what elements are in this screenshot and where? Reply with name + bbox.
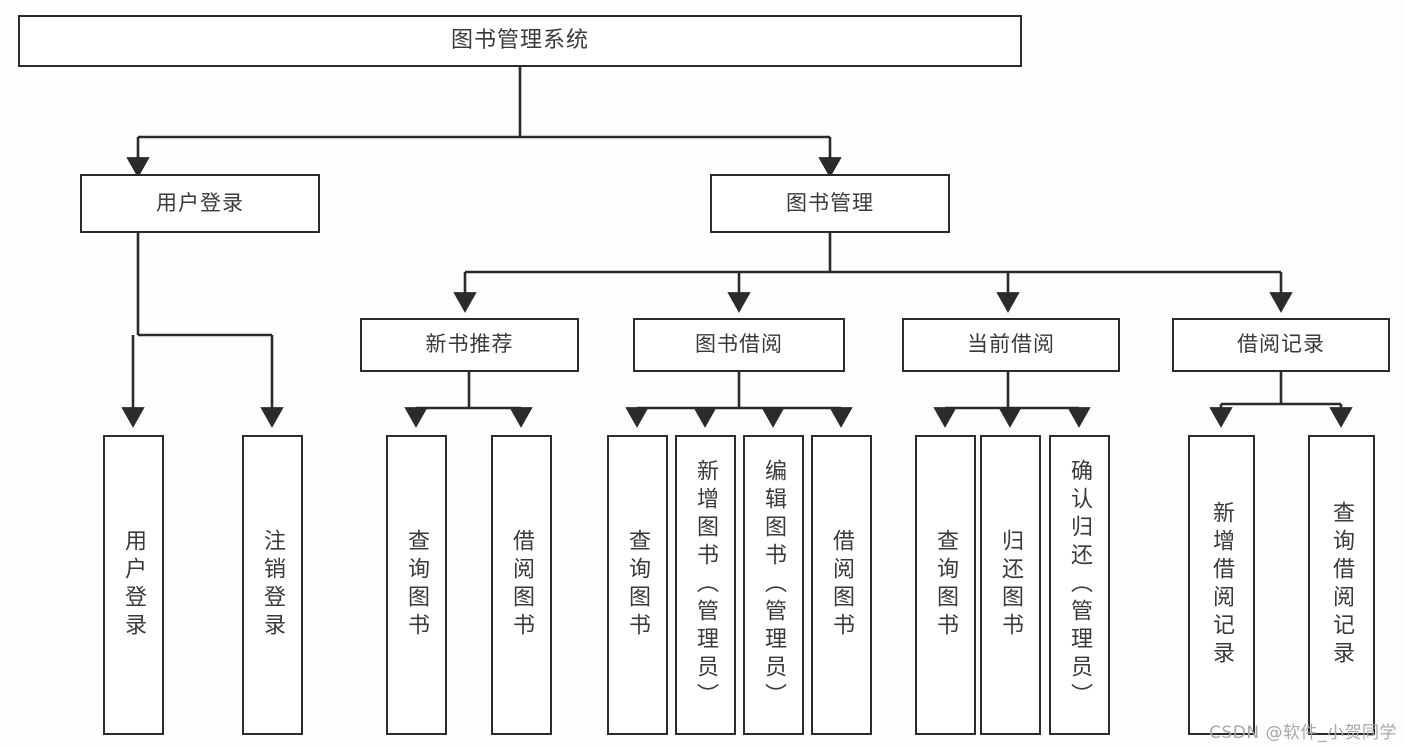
node-book-management: 图书管理 [710, 174, 950, 233]
node-current-borrow-label: 当前借阅 [967, 332, 1055, 357]
node-book-management-label: 图书管理 [786, 190, 874, 215]
node-root-label: 图书管理系统 [450, 27, 589, 53]
leaf-borrow-add-book: 新增图书（管理员） [675, 435, 736, 735]
node-borrow-record: 借阅记录 [1172, 318, 1390, 372]
leaf-label: 注销登录 [260, 529, 286, 641]
leaf-borrow-edit-book: 编辑图书（管理员） [743, 435, 804, 735]
leaf-user-login-login: 用户登录 [103, 435, 164, 735]
leaf-label: 查询图书 [404, 529, 430, 641]
node-new-book-recommend: 新书推荐 [360, 318, 579, 372]
node-root: 图书管理系统 [18, 15, 1022, 67]
leaf-borrow-query-book: 查询图书 [607, 435, 668, 735]
node-borrow-record-label: 借阅记录 [1237, 332, 1325, 357]
node-user-login-label: 用户登录 [156, 190, 244, 215]
node-new-book-recommend-label: 新书推荐 [425, 332, 514, 357]
leaf-label: 新增借阅记录 [1209, 501, 1235, 669]
node-user-login: 用户登录 [80, 174, 320, 233]
node-current-borrow: 当前借阅 [902, 318, 1120, 372]
leaf-new-book-query: 查询图书 [386, 435, 447, 735]
leaf-user-login-logout: 注销登录 [242, 435, 303, 735]
leaf-record-query-record: 查询借阅记录 [1308, 435, 1375, 735]
leaf-current-confirm-return: 确认归还（管理员） [1049, 435, 1110, 735]
leaf-label: 新增图书（管理员） [693, 459, 719, 711]
leaf-current-query-book: 查询图书 [915, 435, 976, 735]
leaf-label: 确认归还（管理员） [1067, 459, 1093, 711]
node-book-borrow-label: 图书借阅 [695, 332, 783, 357]
leaf-label: 编辑图书（管理员） [761, 459, 787, 711]
leaf-label: 用户登录 [121, 529, 147, 641]
leaf-label: 查询图书 [625, 529, 651, 641]
leaf-record-add-record: 新增借阅记录 [1188, 435, 1255, 735]
leaf-current-return-book: 归还图书 [980, 435, 1041, 735]
watermark: CSDN @软件_小贺同学 [1209, 723, 1397, 743]
leaf-new-book-borrow: 借阅图书 [491, 435, 552, 735]
leaf-label: 查询图书 [933, 529, 959, 641]
node-book-borrow: 图书借阅 [633, 318, 845, 372]
leaf-label: 借阅图书 [509, 529, 535, 641]
leaf-label: 查询借阅记录 [1329, 501, 1355, 669]
leaf-label: 归还图书 [998, 529, 1024, 641]
leaf-borrow-borrow-book: 借阅图书 [811, 435, 872, 735]
leaf-label: 借阅图书 [829, 529, 855, 641]
